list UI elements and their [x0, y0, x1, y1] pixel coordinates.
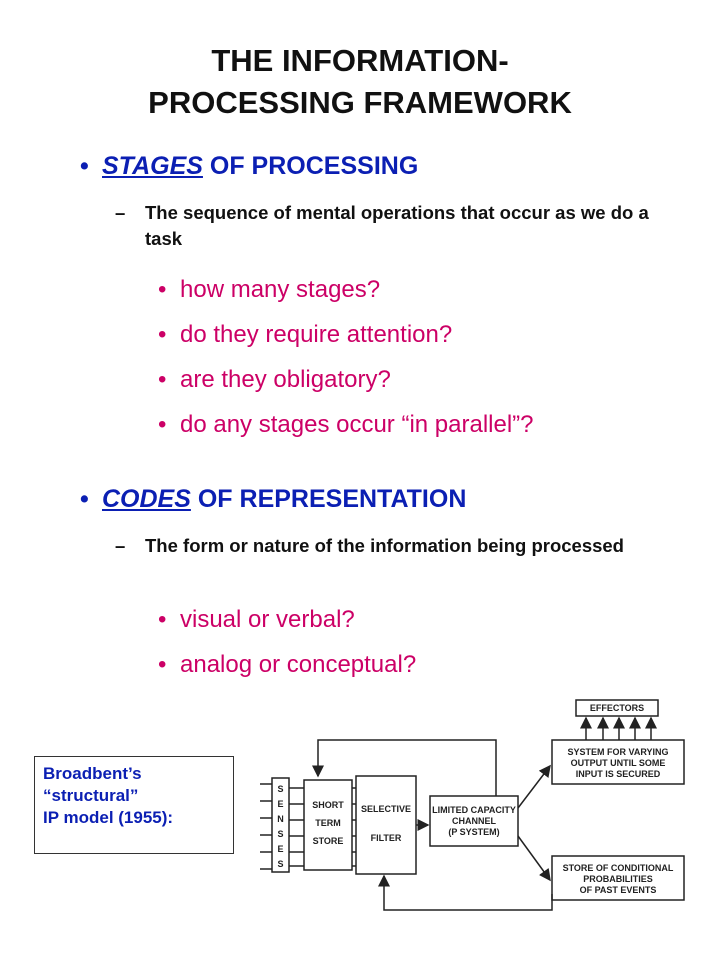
- lc-label: LIMITED CAPACITY: [432, 805, 516, 815]
- system-varying-box: [551, 739, 685, 785]
- sts-label: SHORT: [312, 800, 344, 810]
- stages-description-text: The sequence of mental operations that o…: [145, 202, 649, 249]
- bullet-dot: •: [80, 152, 89, 180]
- sts-label: STORE: [313, 836, 344, 846]
- bullet-dot: •: [158, 321, 167, 348]
- system-varying-label: SYSTEM FOR VARYING: [567, 747, 668, 757]
- effectors-label: EFFECTORS: [590, 703, 644, 713]
- question-text: do they require attention?: [180, 321, 453, 348]
- effectors-box: [575, 699, 659, 717]
- filter-label: FILTER: [371, 833, 402, 843]
- selective-filter-box: [355, 775, 417, 875]
- sts-label: TERM: [315, 818, 341, 828]
- note-line-1: Broadbent’s: [43, 764, 142, 783]
- codes-keyword: CODES: [102, 485, 191, 513]
- note-line-2: “structural”: [43, 786, 139, 805]
- senses-letter: E: [277, 844, 283, 854]
- filter-label: SELECTIVE: [361, 804, 411, 814]
- stages-heading-rest: OF PROCESSING: [202, 152, 419, 180]
- bullet-dot: •: [158, 411, 167, 438]
- broadbent-model-diagram: S E N S E S SHORT TERM STORE SELECTIVE F…: [260, 699, 685, 911]
- stages-keyword: STAGES: [102, 152, 203, 180]
- question-text: are they obligatory?: [180, 366, 391, 393]
- question-text: how many stages?: [180, 276, 381, 303]
- system-varying-label: INPUT IS SECURED: [576, 769, 661, 779]
- bullet-dot: •: [158, 366, 167, 393]
- dash-marker: –: [115, 202, 126, 223]
- store-conditional-box: [551, 855, 685, 901]
- bullet-dot: •: [80, 485, 89, 513]
- question-text: visual or verbal?: [180, 606, 355, 633]
- lc-label: CHANNEL: [452, 816, 497, 826]
- senses-letter: S: [277, 859, 283, 869]
- slide-title: THE INFORMATION- PROCESSING FRAMEWORK: [0, 40, 720, 124]
- broadbent-note: Broadbent’s “structural” IP model (1955)…: [34, 756, 234, 854]
- title-line-1: THE INFORMATION-: [211, 43, 509, 78]
- senses-letter: E: [277, 799, 283, 809]
- lc-label: (P SYSTEM): [448, 827, 499, 837]
- store-conditional-label: PROBABILITIES: [583, 874, 653, 884]
- note-line-3: IP model (1955):: [43, 808, 174, 827]
- dash-marker: –: [115, 535, 126, 556]
- store-conditional-label: STORE OF CONDITIONAL: [563, 863, 674, 873]
- senses-box: [271, 777, 290, 873]
- codes-description-text: The form or nature of the information be…: [145, 535, 624, 556]
- bullet-dot: •: [158, 606, 167, 633]
- senses-letter: S: [277, 829, 283, 839]
- system-varying-label: OUTPUT UNTIL SOME: [571, 758, 666, 768]
- senses-letter: S: [277, 784, 283, 794]
- senses-letter: N: [277, 814, 284, 824]
- question-text: do any stages occur “in parallel”?: [180, 411, 534, 438]
- short-term-store-box: [303, 779, 353, 871]
- question-text: analog or conceptual?: [180, 651, 417, 678]
- store-conditional-label: OF PAST EVENTS: [580, 885, 657, 895]
- bullet-dot: •: [158, 276, 167, 303]
- title-line-2: PROCESSING FRAMEWORK: [148, 85, 572, 120]
- bullet-dot: •: [158, 651, 167, 678]
- limited-capacity-box: [429, 795, 519, 847]
- codes-heading-rest: OF REPRESENTATION: [190, 485, 467, 513]
